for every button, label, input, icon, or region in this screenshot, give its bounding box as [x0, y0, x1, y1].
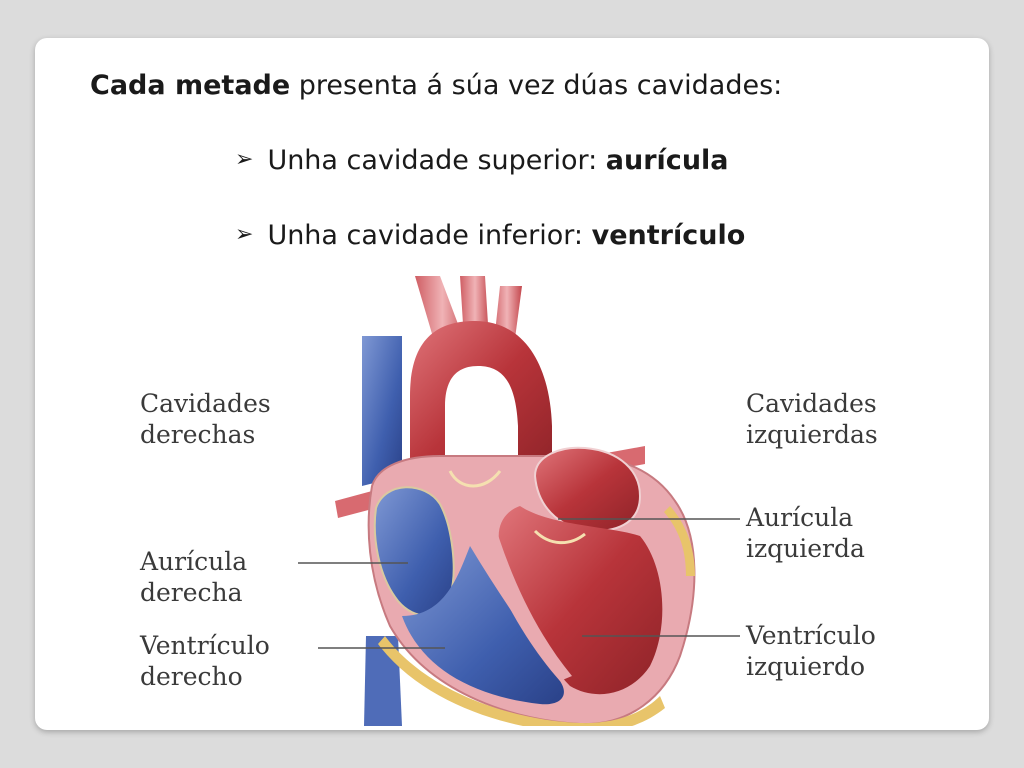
bullet-bold: ventrículo	[591, 220, 746, 251]
left-ventricle-chamber	[498, 506, 663, 695]
right-ventricle-chamber	[402, 546, 564, 705]
arrow-bullet-icon: ➢	[235, 147, 254, 172]
heading-rest: presenta á súa vez dúas cavidades:	[290, 70, 783, 101]
pulmonary-vein	[335, 491, 376, 518]
bullet-lower-cavity: ➢ Unha cavidade inferior: ventrículo	[235, 220, 745, 251]
mitral-valve	[533, 529, 586, 545]
slide-heading: Cada metade presenta á súa vez dúas cavi…	[90, 70, 782, 101]
label-right-ventricle: Ventrículo derecho	[140, 631, 270, 691]
superior-vena-cava	[362, 336, 402, 486]
epicardial-fat	[378, 636, 665, 726]
aortic-valve	[448, 470, 502, 488]
epicardial-fat	[664, 506, 695, 576]
label-right-cavities: Cavidades derechas	[140, 389, 271, 449]
bullet-bold: aurícula	[605, 145, 729, 176]
label-left-atrium: Aurícula izquierda	[746, 503, 865, 563]
bullet-text: Unha cavidade inferior:	[267, 220, 592, 251]
label-left-cavities: Cavidades izquierdas	[746, 389, 878, 449]
heading-bold: Cada metade	[90, 70, 291, 101]
bullet-upper-cavity: ➢ Unha cavidade superior: aurícula	[235, 145, 729, 176]
interventricular-septum	[470, 516, 572, 681]
label-left-ventricle: Ventrículo izquierdo	[746, 621, 876, 681]
heart-diagram: Cavidades derechas Aurícula derecha Vent…	[140, 276, 900, 726]
arrow-bullet-icon: ➢	[235, 222, 254, 247]
aortic-arch	[410, 321, 552, 476]
slide: Cada metade presenta á súa vez dúas cavi…	[35, 38, 989, 730]
bullet-text: Unha cavidade superior:	[267, 145, 606, 176]
heart-illustration	[298, 276, 740, 726]
label-right-atrium: Aurícula derecha	[140, 547, 248, 607]
